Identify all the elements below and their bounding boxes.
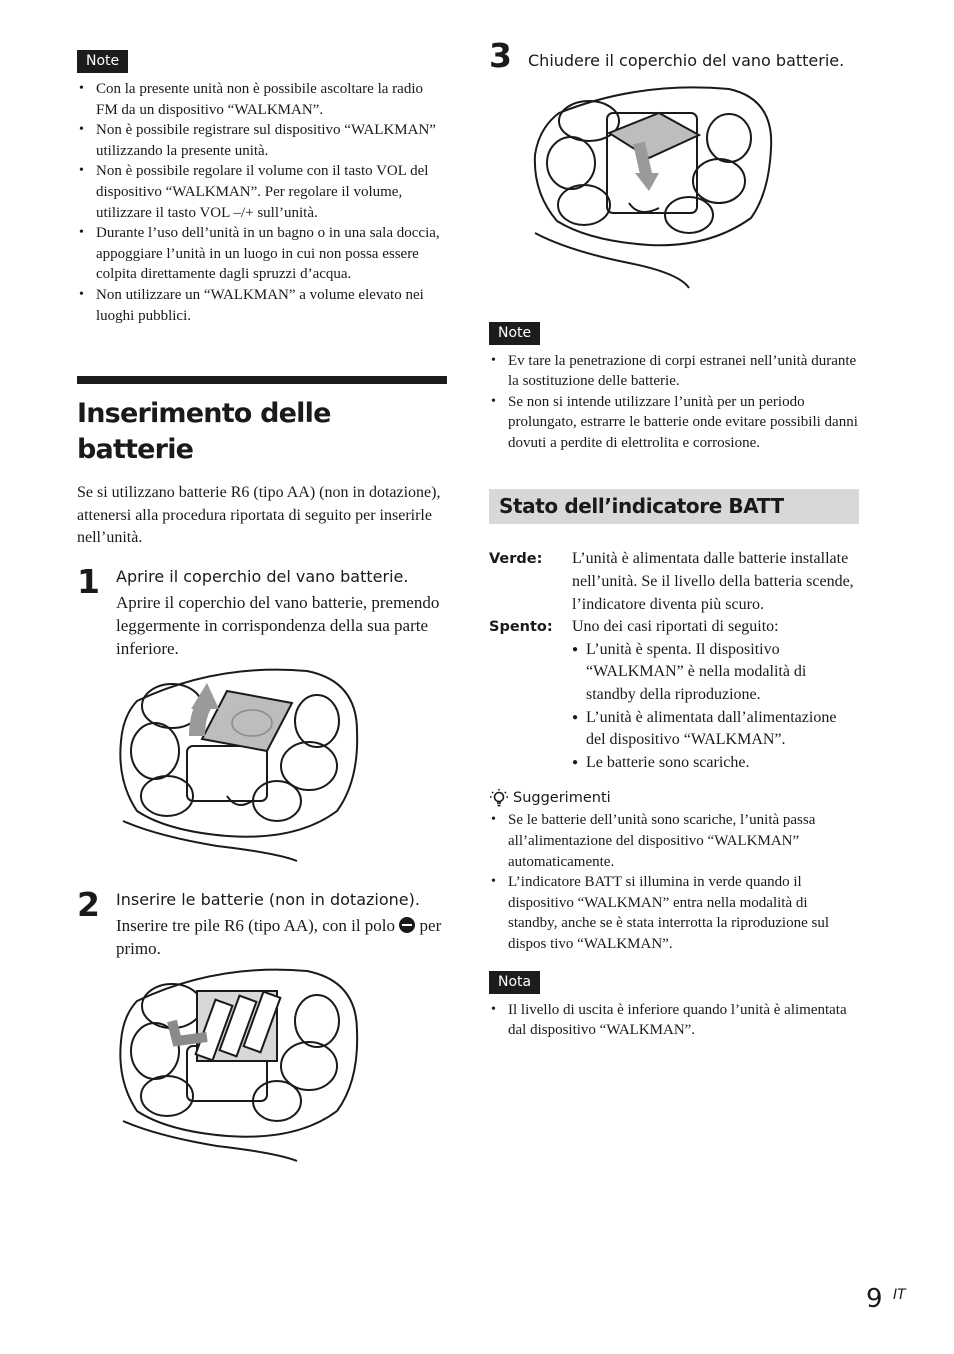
list-item: Non è possibile registrare sul dispositi… xyxy=(77,120,447,161)
left-column: Note Con la presente unità non è possibi… xyxy=(77,50,447,1166)
list-item: Non è possibile regolare il volume con i… xyxy=(77,161,447,223)
page-number: 9 xyxy=(866,1284,883,1314)
tips-list: Se le batterie dell’unità sono scariche,… xyxy=(489,810,859,954)
intro-paragraph: Se si utilizzano batterie R6 (tipo AA) (… xyxy=(77,484,441,547)
status-case-list: L’unità è spenta. Il dispositivo “WALKMA… xyxy=(572,639,859,775)
status-spento: Spento: Uno dei casi riportati di seguit… xyxy=(489,616,859,774)
step-3: 3 Chiudere il coperchio del vano batteri… xyxy=(489,36,859,75)
lightbulb-icon xyxy=(490,789,508,807)
list-item: L’unità è alimentata dall’alimentazione … xyxy=(572,707,859,752)
section-title: Stato dell’indicatore BATT xyxy=(499,494,784,519)
notes-label: Note xyxy=(77,50,129,73)
list-item: L’unità è spenta. Il dispositivo “WALKMA… xyxy=(572,639,859,707)
nota-list: Il livello di uscita è inferiore quando … xyxy=(489,1000,859,1041)
step-title: Inserire le batterie (non in dotazione). xyxy=(116,889,420,909)
step-2: 2 Inserire le batterie (non in dotazione… xyxy=(77,885,447,961)
list-item: Con la presente unità non è possibile as… xyxy=(77,79,447,120)
step-title: Chiudere il coperchio del vano batterie. xyxy=(528,51,845,70)
notes-list: Con la presente unità non è possibile as… xyxy=(77,79,447,326)
close-cover-illustration xyxy=(533,85,773,289)
status-verde: Verde: L’unità è alimentata dalle batter… xyxy=(489,548,859,616)
page-language: IT xyxy=(893,1287,906,1303)
notes-label: Note xyxy=(489,321,541,345)
list-item: Le batterie sono scariche. xyxy=(572,752,859,775)
list-item: Ev tare la penetrazione di corpi estrane… xyxy=(489,351,859,392)
section-title: Inserimento delle batterie xyxy=(77,398,331,466)
tips-label: Suggerimenti xyxy=(513,790,611,807)
list-item: Il livello di uscita è inferiore quando … xyxy=(489,1000,859,1041)
status-text: L’unità è alimentata dalle batterie inst… xyxy=(572,550,854,613)
tips-header: Suggerimenti xyxy=(489,788,859,808)
insert-batteries-illustration xyxy=(119,968,359,1162)
step-number: 1 xyxy=(77,561,100,601)
step-1: 1 Aprire il coperchio del vano batterie.… xyxy=(77,562,447,661)
minus-pole-icon xyxy=(399,917,416,934)
step-number: 3 xyxy=(489,36,512,75)
list-item: Se non si intende utilizzare l’unità per… xyxy=(489,392,859,454)
batt-section-header: Stato dell’indicatore BATT xyxy=(489,489,859,525)
nota-label: Nota xyxy=(489,970,541,994)
step-body-text: Inserire tre pile R6 (tipo AA), con il p… xyxy=(116,916,396,936)
step-body: Aprire il coperchio del vano batterie, p… xyxy=(116,593,440,658)
step-body-text: per primo. xyxy=(116,916,442,958)
step-body: Inserire tre pile R6 (tipo AA), con il p… xyxy=(116,915,447,961)
status-key: Verde: xyxy=(489,551,543,568)
notes-list: Ev tare la penetrazione di corpi estrane… xyxy=(489,351,859,454)
right-column: 3 Chiudere il coperchio del vano batteri… xyxy=(489,36,859,1041)
section-rule xyxy=(77,376,447,385)
open-cover-illustration xyxy=(119,668,359,862)
step-number: 2 xyxy=(77,884,100,924)
status-key: Spento: xyxy=(489,619,553,636)
list-item: Durante l’uso dell’unità in un bagno o i… xyxy=(77,223,447,285)
list-item: L’indicatore BATT si illumina in verde q… xyxy=(489,872,859,954)
list-item: Se le batterie dell’unità sono scariche,… xyxy=(489,810,859,872)
step-title: Aprire il coperchio del vano batterie. xyxy=(116,566,409,586)
status-text: Uno dei casi riportati di seguito: xyxy=(572,618,779,636)
list-item: Non utilizzare un “WALKMAN” a volume ele… xyxy=(77,285,447,326)
